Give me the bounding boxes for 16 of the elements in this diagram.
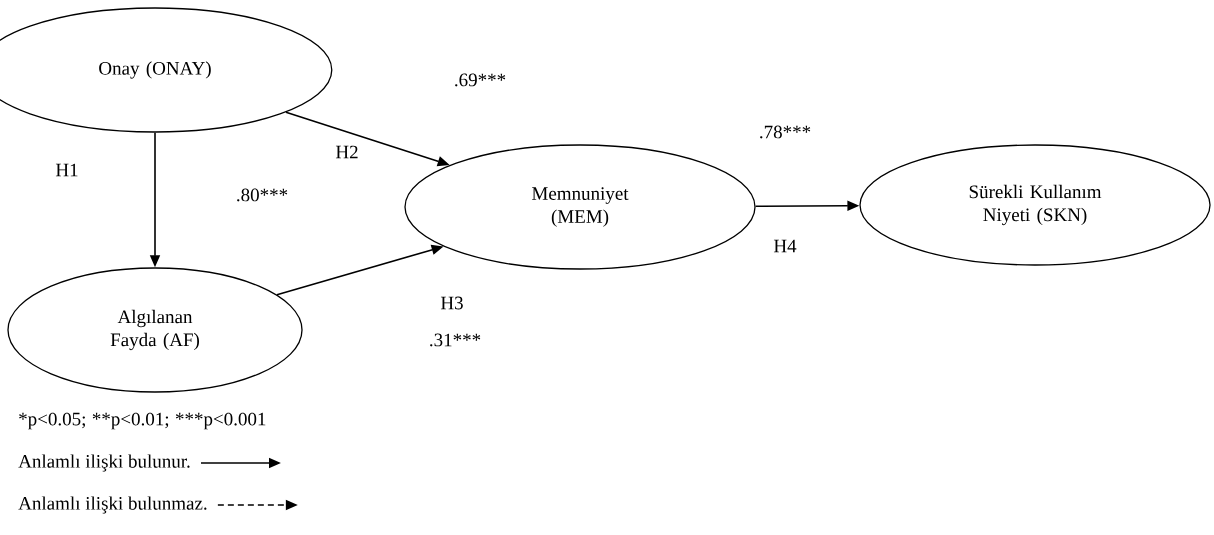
significance-note: *p<0.05; (19, 412, 85, 430)
significance-note: ***p<0.001 (175, 412, 266, 430)
path-coefficient: H1 (55, 163, 78, 177)
path-coefficient: H4 (773, 239, 797, 253)
path-coefficient: .78*** (760, 125, 811, 139)
significance-note: **p<0.01; (92, 412, 169, 430)
ellipse-node: Sürekli Kullanım Niyeti (SKN) (859, 144, 1211, 266)
ellipse-node: Memnuniyet (MEM) (404, 144, 756, 270)
path-coefficient: H3 (440, 296, 463, 310)
ellipse-node: Algılanan Fayda (AF) (7, 267, 303, 393)
path-coefficient: H2 (335, 145, 358, 159)
legend-text: Anlamlı ilişki bulunur. (18, 454, 190, 472)
path-coefficient: .80*** (237, 188, 288, 202)
path-coefficient: .31*** (430, 333, 481, 347)
legend-text: Anlamlı ilişki bulunmaz. (18, 496, 207, 514)
path-coefficient: .69*** (455, 73, 506, 87)
